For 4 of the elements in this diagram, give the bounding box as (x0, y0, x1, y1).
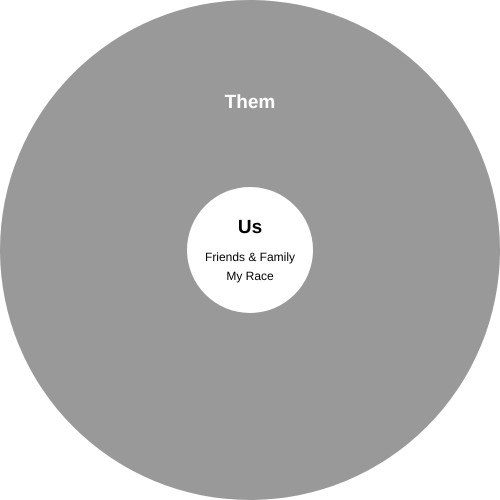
circle-title: Us (238, 217, 262, 239)
circle-item: Friends & Family (204, 250, 296, 264)
circle-item: My Race (226, 269, 274, 283)
circle-title: Them (224, 92, 276, 114)
